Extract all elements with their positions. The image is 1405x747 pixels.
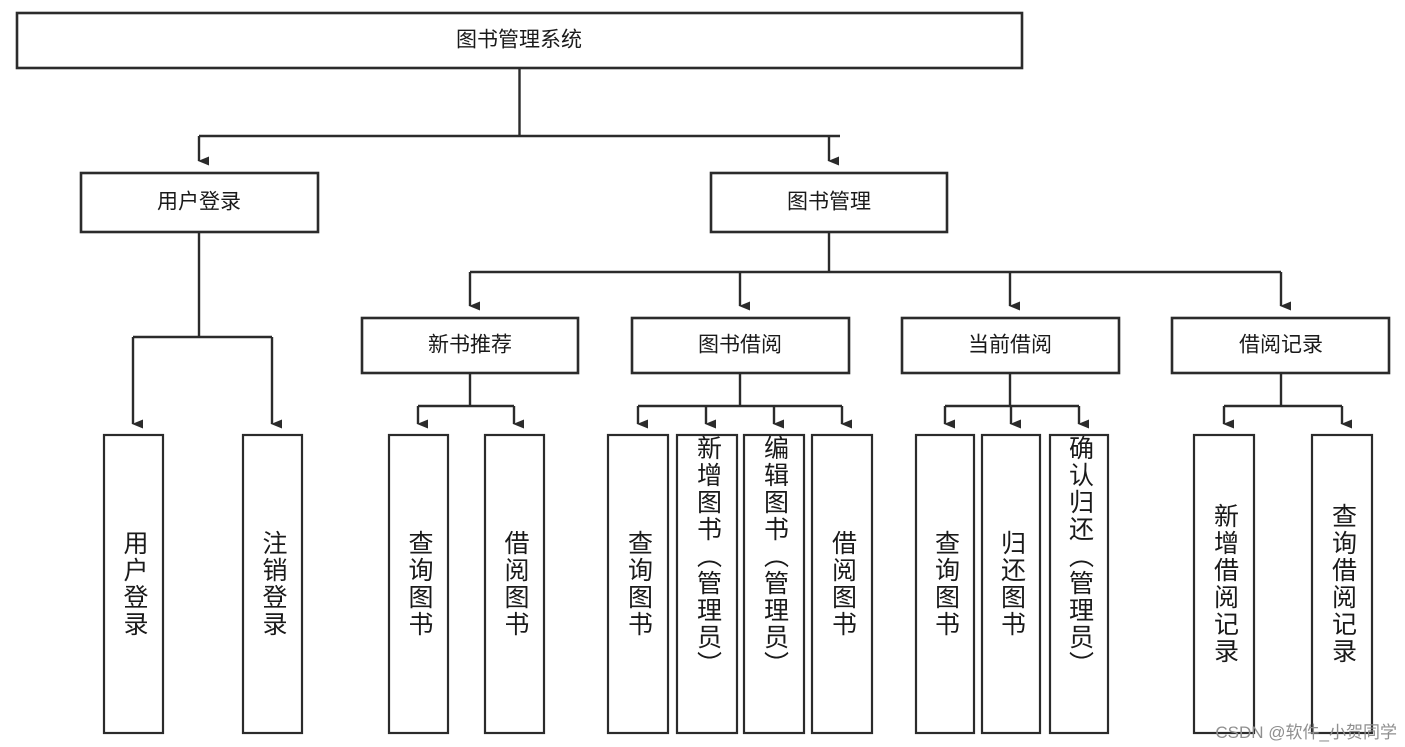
leaf-box-current-1[interactable] bbox=[914, 433, 976, 735]
node-borrow-record-box[interactable] bbox=[1170, 316, 1391, 375]
node-root-box[interactable] bbox=[15, 11, 1024, 70]
node-root-label: 图书管理系统 bbox=[456, 29, 582, 52]
leaf-box-new-book-1[interactable] bbox=[387, 433, 450, 735]
leaf-box-current-3[interactable] bbox=[1048, 433, 1110, 735]
node-new-book-recommend-label: 新书推荐 bbox=[428, 334, 512, 357]
node-book-management-label: 图书管理 bbox=[787, 191, 871, 214]
leaf-box-record-2[interactable] bbox=[1310, 433, 1374, 735]
leaf-box-user-login-2[interactable] bbox=[241, 433, 304, 735]
node-user-login-box[interactable] bbox=[79, 171, 320, 234]
node-user-login-label: 用户登录 bbox=[157, 191, 241, 214]
leaf-box-new-book-2[interactable] bbox=[483, 433, 546, 735]
leaf-box-record-1[interactable] bbox=[1192, 433, 1256, 735]
leaf-box-borrow-4[interactable] bbox=[810, 433, 874, 735]
leaf-box-user-login-1[interactable] bbox=[102, 433, 165, 735]
node-book-management-box[interactable] bbox=[709, 171, 949, 234]
node-current-borrow-label: 当前借阅 bbox=[968, 334, 1052, 357]
leaf-box-current-2[interactable] bbox=[980, 433, 1042, 735]
node-current-borrow-box[interactable] bbox=[900, 316, 1121, 375]
leaf-box-borrow-3[interactable] bbox=[742, 433, 806, 735]
node-borrow-record-label: 借阅记录 bbox=[1239, 334, 1323, 357]
leaf-box-borrow-1[interactable] bbox=[606, 433, 670, 735]
node-book-borrow-box[interactable] bbox=[630, 316, 851, 375]
node-book-borrow-label: 图书借阅 bbox=[698, 334, 782, 357]
node-new-book-recommend-box[interactable] bbox=[360, 316, 580, 375]
leaf-box-borrow-2[interactable] bbox=[675, 433, 739, 735]
